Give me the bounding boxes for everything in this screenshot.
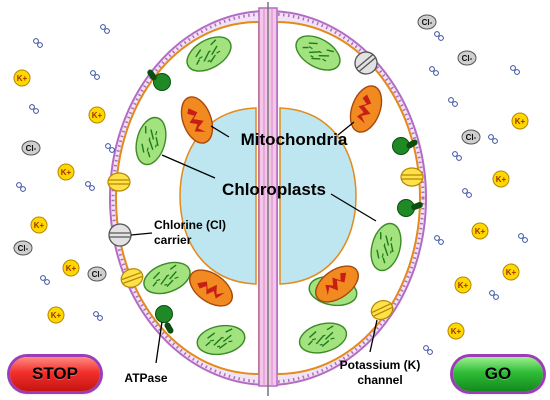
svg-text:Cl-: Cl- [422,18,433,27]
svg-text:K+: K+ [506,268,517,277]
water-molecule [16,182,26,192]
svg-text:K+: K+ [51,311,62,320]
potassium-ion: K+ [88,106,106,124]
potassium-ion: K+ [454,276,472,294]
atpase-pump [397,199,423,217]
potassium-ion: K+ [447,322,465,340]
water-molecule [434,31,444,41]
potassium-ion: K+ [62,259,80,277]
water-molecule [518,233,528,243]
stop-button-label: STOP [32,364,78,383]
go-button[interactable]: GO [453,357,543,391]
svg-text:Cl-: Cl- [466,133,477,142]
water-molecule [423,345,433,355]
chloride-ion: Cl- [87,266,107,282]
water-molecule [452,151,462,161]
water-molecule [105,143,115,153]
potassium-ion: K+ [47,306,65,324]
chloride-ion: Cl- [13,240,33,256]
svg-text:K+: K+ [458,281,469,290]
water-molecule [90,70,100,80]
water-molecule [29,104,39,114]
potassium-ion: K+ [502,263,520,281]
water-molecule [40,275,50,285]
potassium-ion: K+ [511,112,529,130]
potassium-ion: K+ [492,170,510,188]
atpase-pump [155,305,174,334]
water-molecule [488,134,498,144]
potassium-channel [107,172,131,192]
water-molecule [85,181,95,191]
label-potassium-channel-line2: channel [357,373,402,387]
left-vacuole [179,107,257,285]
water-molecule [429,66,439,76]
water-molecule [93,311,103,321]
chloride-ion: Cl- [461,129,481,145]
go-button-label: GO [484,364,512,383]
chlorine-carrier [108,223,132,247]
right-vacuole [279,107,357,285]
potassium-channel [400,167,424,187]
svg-text:K+: K+ [92,111,103,120]
svg-text:K+: K+ [66,264,77,273]
svg-text:K+: K+ [17,74,28,83]
water-molecule [510,65,520,75]
svg-text:K+: K+ [515,117,526,126]
atpase-pump [392,137,418,155]
potassium-ion: K+ [13,69,31,87]
svg-text:Cl-: Cl- [462,54,473,63]
label-chlorine-carrier-line2: carrier [154,233,192,247]
water-molecule [462,188,472,198]
potassium-ion: K+ [57,163,75,181]
water-molecule [434,235,444,245]
svg-text:Cl-: Cl- [26,144,37,153]
water-molecule [33,38,43,48]
water-molecule [100,24,110,34]
svg-text:K+: K+ [496,175,507,184]
water-molecule [448,97,458,107]
chloride-ion: Cl- [417,14,437,30]
label-mitochondria: Mitochondria [241,130,348,149]
svg-text:K+: K+ [475,227,486,236]
label-chlorine-carrier-line1: Chlorine (Cl) [154,218,226,232]
atpase-pump [147,69,171,91]
chloride-ion: Cl- [21,140,41,156]
chloride-ion: Cl- [457,50,477,66]
label-potassium-channel-line1: Potassium (K) [340,358,421,372]
svg-text:Cl-: Cl- [92,270,103,279]
potassium-ion: K+ [471,222,489,240]
potassium-ion: K+ [30,216,48,234]
cell-wall-dots [111,12,425,384]
leader-lines [130,121,378,364]
water-molecule [489,290,499,300]
label-atpase: ATPase [124,371,167,385]
stop-button[interactable]: STOP [10,357,100,391]
svg-text:K+: K+ [451,327,462,336]
label-chloroplasts: Chloroplasts [222,180,326,199]
svg-text:K+: K+ [34,221,45,230]
svg-text:K+: K+ [61,168,72,177]
svg-text:Cl-: Cl- [18,244,29,253]
